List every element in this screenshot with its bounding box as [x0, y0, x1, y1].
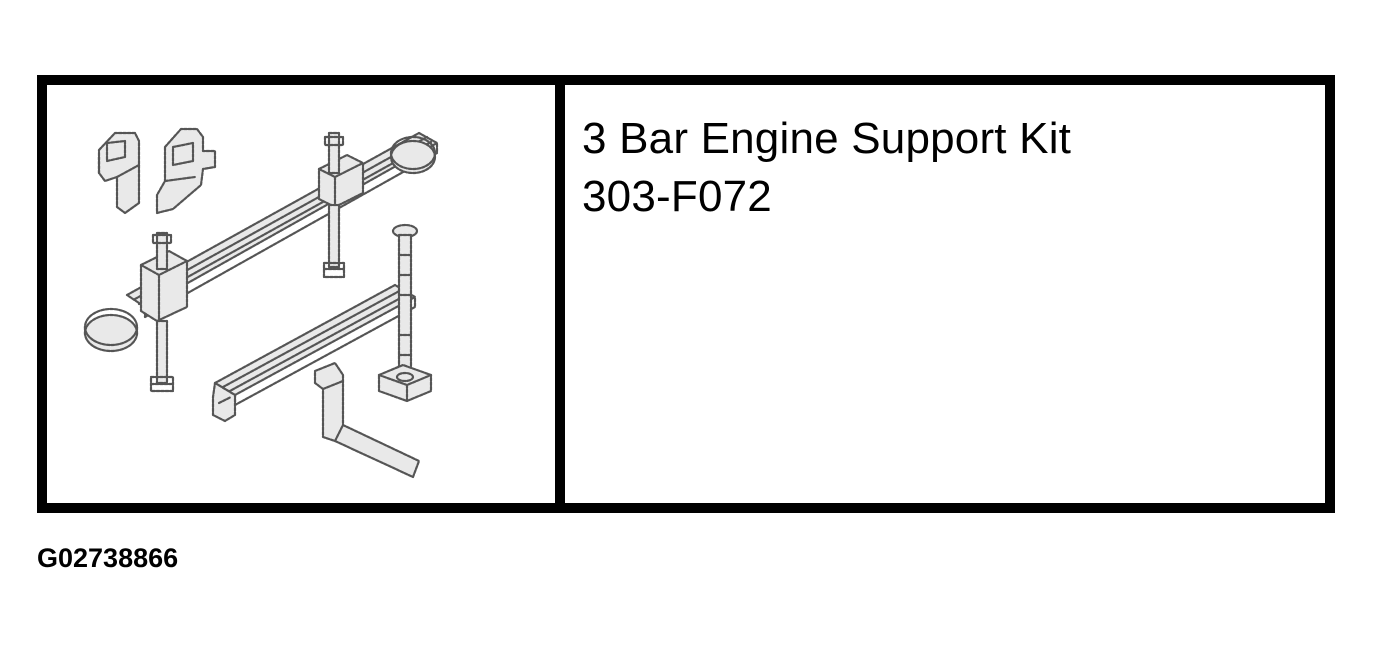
hook-assembly-right [317, 131, 365, 279]
special-tool-table: 3 Bar Engine Support Kit 303-F072 [37, 75, 1335, 513]
offset-handle [313, 361, 421, 479]
engine-support-kit-illustration [83, 127, 439, 479]
cross-support-bar [211, 283, 417, 423]
hook-assembly-left [139, 231, 189, 393]
main-bar-foot-right [389, 135, 437, 175]
adapter-bracket-left [97, 131, 141, 215]
figure-id: G02738866 [37, 543, 179, 573]
adapter-bracket-right [155, 127, 217, 215]
threaded-rod-assembly [377, 223, 433, 403]
main-bar-foot-left [83, 307, 139, 353]
tool-illustration-cell [47, 85, 565, 503]
tool-description-cell: 3 Bar Engine Support Kit 303-F072 [565, 85, 1325, 503]
tool-number: 303-F072 [582, 172, 772, 221]
tool-name: 3 Bar Engine Support Kit [582, 114, 1072, 163]
